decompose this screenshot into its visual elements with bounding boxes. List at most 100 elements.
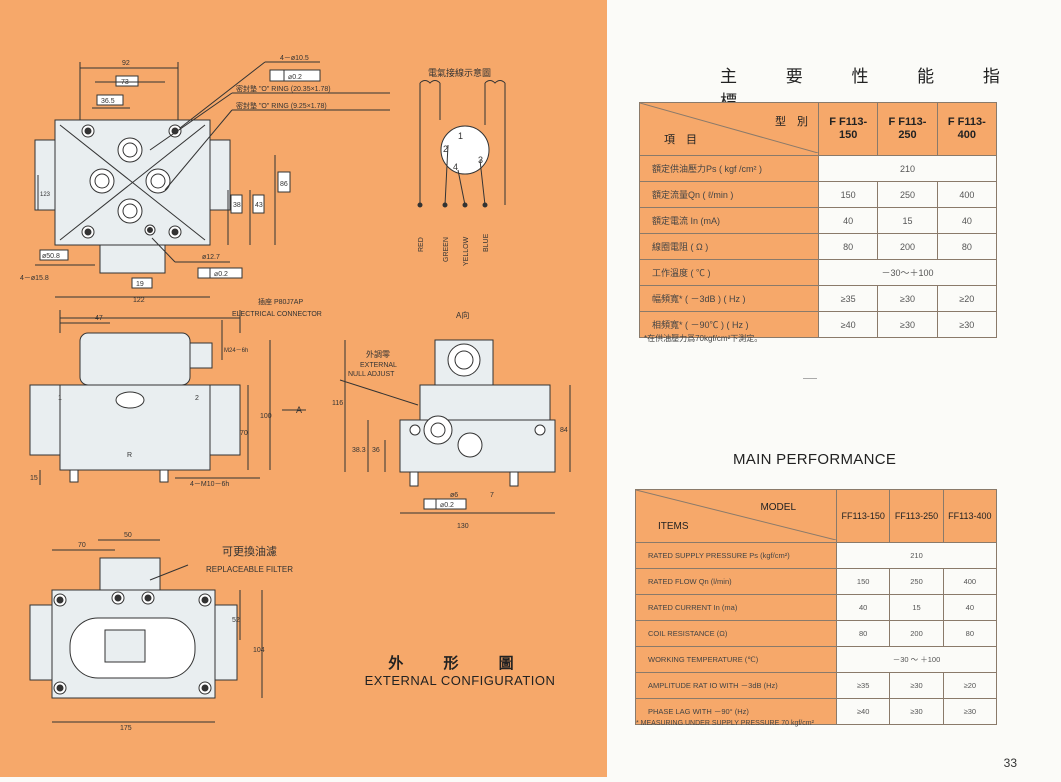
column-header: F F113- 250 bbox=[877, 102, 938, 156]
table-cell: ≥20 bbox=[942, 672, 998, 699]
oring-label-1: 密封墊 "O" RING (20.35×1.78) bbox=[236, 84, 331, 93]
table-cell: 210 bbox=[818, 155, 997, 182]
table-header: MODEL ITEMS FF113-150 FF113-250 FF113-40… bbox=[635, 489, 998, 543]
dim-73: 73 bbox=[121, 79, 129, 86]
table-cell: 400 bbox=[942, 568, 998, 595]
null-adjust-en-1: EXTERNAL bbox=[360, 362, 397, 369]
null-adjust-en-2: NULL ADJUST bbox=[348, 371, 395, 378]
table-row: 幅頻寬* ( －3dB ) ( Hz )≥35≥30≥20 bbox=[639, 285, 998, 312]
row-label: WORKING TEMPERATURE (℃) bbox=[635, 646, 837, 673]
dim-7: 7 bbox=[490, 492, 494, 499]
wiring-title: 電氣接線示意圖 bbox=[428, 67, 491, 78]
table-row: AMPLITUDE RAT IO WITH －3dB (Hz)≥35≥30≥20 bbox=[635, 672, 998, 699]
table-header: 型 別 項 目 F F113- 150 F F113- 250 F F113- … bbox=[639, 102, 998, 156]
corner-items-label: ITEMS bbox=[658, 521, 689, 532]
table-note-zh: *在供油壓力爲70kgf/cm²下測定。 bbox=[644, 334, 763, 343]
row-label: AMPLITUDE RAT IO WITH －3dB (Hz) bbox=[635, 672, 837, 699]
row-label: 額定供油壓力Ps ( kgf /cm² ) bbox=[639, 155, 819, 182]
dim-36-5: 36.5 bbox=[101, 98, 115, 105]
table-cell: 400 bbox=[936, 181, 998, 208]
pin-3: 3 bbox=[478, 155, 483, 165]
dim-70b: 70 bbox=[78, 542, 86, 549]
table-cell: ≥40 bbox=[835, 698, 891, 725]
table-cell: ≥30 bbox=[889, 698, 944, 725]
corner-model-label: 型 別 bbox=[775, 116, 808, 128]
arrow-a-label: A bbox=[296, 405, 302, 415]
corner-items-label: 項 目 bbox=[664, 134, 697, 146]
table-cell: 150 bbox=[835, 568, 891, 595]
tol-0-2-a: ⌀0.2 bbox=[288, 74, 302, 81]
table-cell: ≥30 bbox=[936, 311, 998, 338]
dim-122: 122 bbox=[133, 297, 145, 304]
dim-130: 130 bbox=[457, 523, 469, 530]
connector-label-zh: 插座 P80J7AP bbox=[258, 297, 303, 306]
row-label: 工作溫度 ( ℃ ) bbox=[639, 259, 819, 286]
table-row: 工作溫度 ( ℃ )－30～＋100 bbox=[639, 259, 997, 286]
tol-0-2-b: ⌀0.2 bbox=[214, 271, 228, 278]
table-cell: ≥30 bbox=[877, 285, 938, 312]
table-cell: ≥40 bbox=[817, 311, 879, 338]
table-corner: 型 別 項 目 bbox=[639, 102, 819, 156]
table-cell: 250 bbox=[877, 181, 938, 208]
table-corner: MODEL ITEMS bbox=[635, 489, 837, 543]
table-row: PHASE LAG WITH －90° (Hz)≥40≥30≥30 bbox=[635, 698, 998, 725]
performance-table-zh: 型 別 項 目 F F113- 150 F F113- 250 F F113- … bbox=[639, 102, 998, 338]
filter-label-en: REPLACEABLE FILTER bbox=[206, 565, 293, 574]
top-view-port-right bbox=[209, 139, 231, 211]
connector-label-en: ELECTRICAL CONNECTOR bbox=[232, 311, 322, 318]
row-label: RATED FLOW Qn (l/min) bbox=[635, 568, 837, 595]
table-cell: ≥20 bbox=[936, 285, 998, 312]
dim-36: 36 bbox=[372, 447, 380, 454]
dim-92: 92 bbox=[122, 60, 130, 67]
column-header: FF113-400 bbox=[942, 489, 998, 543]
table-cell: 15 bbox=[877, 207, 938, 234]
dim-175: 175 bbox=[120, 725, 132, 732]
row-label: 線圈電阻 ( Ω ) bbox=[639, 233, 819, 260]
dim-38: 38 bbox=[233, 202, 241, 209]
table-row: 相頻寬* ( －90℃ ) ( Hz )≥40≥30≥30 bbox=[639, 311, 998, 338]
dim-19: 19 bbox=[136, 281, 144, 288]
performance-table-en: MODEL ITEMS FF113-150 FF113-250 FF113-40… bbox=[635, 489, 998, 725]
wire-blue: BLUE bbox=[483, 233, 490, 252]
table-row: RATED SUPPLY PRESSURE Ps (kgf/cm²)210 bbox=[635, 542, 997, 569]
column-header: FF113-150 bbox=[835, 489, 891, 543]
dim-43: 43 bbox=[255, 202, 263, 209]
pin-2: 2 bbox=[443, 144, 448, 154]
wire-red: RED bbox=[418, 237, 425, 252]
column-header: FF113-250 bbox=[889, 489, 944, 543]
row-label: 額定電流 In (mA) bbox=[639, 207, 819, 234]
table-cell: 210 bbox=[836, 542, 997, 569]
oring-label-2: 密封墊 "O" RING (9.25×1.78) bbox=[236, 101, 327, 110]
table-cell: ≥30 bbox=[877, 311, 938, 338]
row-label: 幅頻寬* ( －3dB ) ( Hz ) bbox=[639, 285, 819, 312]
table-cell: 40 bbox=[817, 207, 879, 234]
external-configuration-drawing: 92 73 36.5 4－ø10.5 ⌀0.2 密封墊 "O" RING (20… bbox=[20, 55, 571, 732]
row-label: RATED CURRENT In (ma) bbox=[635, 594, 837, 621]
null-adjust-zh: 外調零 bbox=[366, 349, 390, 359]
row-label: 額定流量Qn ( ℓ/min ) bbox=[639, 181, 819, 208]
dim-104: 104 bbox=[253, 647, 265, 654]
column-header: F F113- 150 bbox=[817, 102, 879, 156]
table-note-en: * MEASURING UNDER SUPPLY PRESSURE 70 kgf… bbox=[636, 720, 814, 727]
connector-pinout bbox=[440, 125, 490, 175]
table-cell: 250 bbox=[889, 568, 944, 595]
view-a-label: A向 bbox=[456, 310, 469, 320]
dim-38-3: 38.3 bbox=[352, 447, 366, 454]
table-cell: 40 bbox=[942, 594, 998, 621]
port-r-label: R bbox=[127, 452, 132, 459]
corner-model-label: MODEL bbox=[760, 502, 796, 513]
table-cell: ≥30 bbox=[889, 672, 944, 699]
table-cell: ≥35 bbox=[817, 285, 879, 312]
table-cell: 15 bbox=[889, 594, 944, 621]
dim-70: 70 bbox=[240, 430, 248, 437]
tol-0-2-c: ⌀0.2 bbox=[440, 502, 454, 509]
table-cell: 80 bbox=[835, 620, 891, 647]
side-view-coil-housing bbox=[79, 332, 191, 386]
wire-green: GREEN bbox=[443, 237, 450, 262]
dim-47: 47 bbox=[95, 315, 103, 322]
dim-116: 116 bbox=[332, 400, 343, 407]
